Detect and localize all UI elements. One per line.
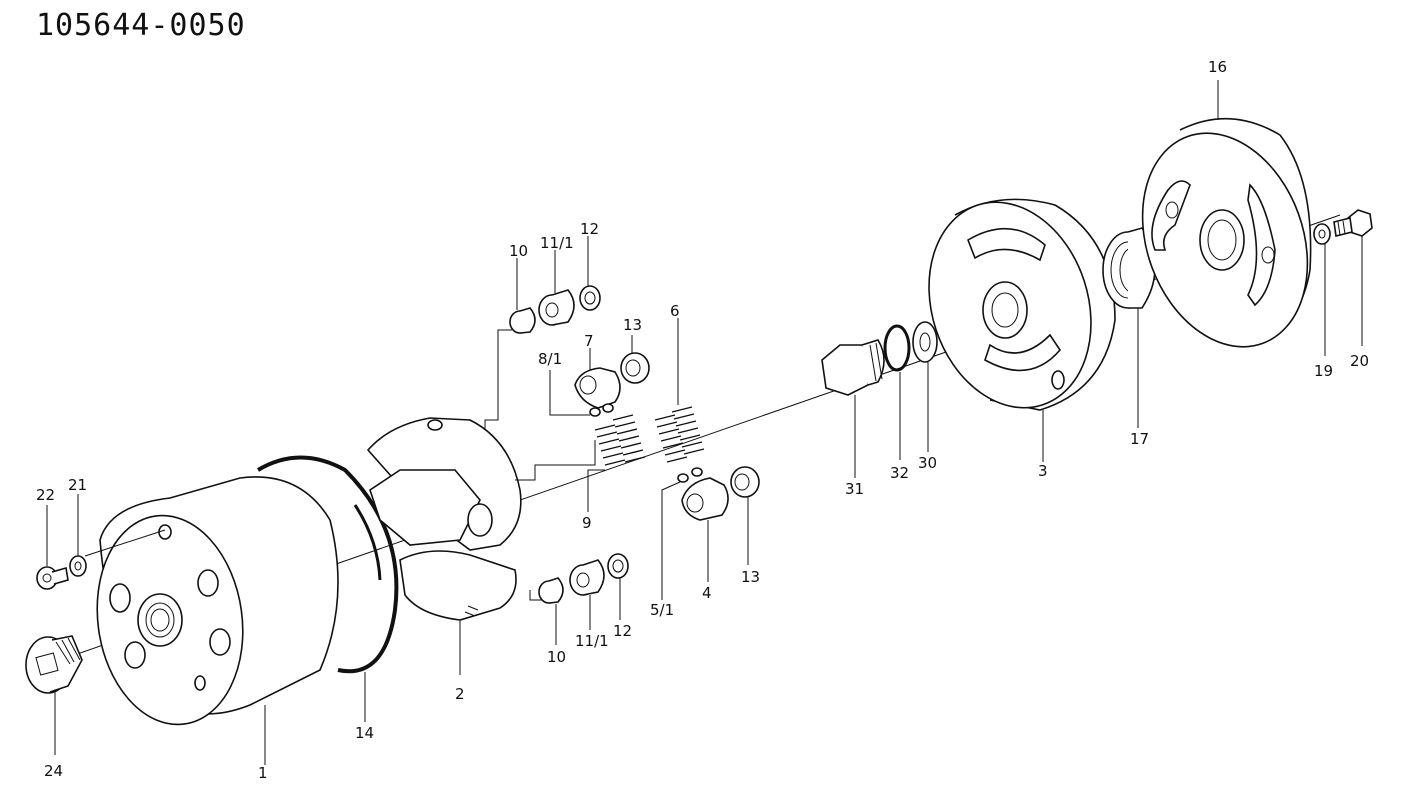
part-32-oring bbox=[883, 324, 911, 460]
part-14-ring bbox=[256, 455, 399, 722]
label-7: 7 bbox=[584, 332, 594, 350]
part-8-shims bbox=[589, 403, 614, 417]
label-12-lower: 12 bbox=[613, 622, 632, 640]
part-13-lower-bush bbox=[730, 466, 760, 565]
label-24: 24 bbox=[44, 762, 63, 780]
label-8-1: 8/1 bbox=[538, 350, 562, 368]
label-12-upper: 12 bbox=[580, 220, 599, 238]
part-11-lower-sleeve bbox=[569, 559, 605, 630]
label-14: 14 bbox=[355, 724, 374, 742]
label-22: 22 bbox=[36, 486, 55, 504]
part-12-lower-washer bbox=[607, 553, 629, 620]
part-22-screw bbox=[36, 505, 69, 590]
part-5-shims bbox=[661, 467, 703, 600]
label-1: 1 bbox=[258, 764, 268, 782]
label-21: 21 bbox=[68, 476, 87, 494]
label-16: 16 bbox=[1208, 58, 1227, 76]
part-21-washer bbox=[69, 494, 87, 577]
part-16-cover bbox=[1141, 80, 1312, 348]
label-30: 30 bbox=[918, 454, 937, 472]
part-20-bolt bbox=[1333, 209, 1373, 346]
label-19: 19 bbox=[1314, 362, 1333, 380]
part-13-upper-bush bbox=[620, 335, 650, 384]
part-10-lower-bush bbox=[538, 577, 564, 645]
label-9: 9 bbox=[582, 514, 592, 532]
part-6-springs bbox=[654, 318, 705, 463]
label-31: 31 bbox=[845, 480, 864, 498]
part-24-plug bbox=[25, 635, 83, 694]
drawing-number: 105644-0050 bbox=[36, 8, 246, 43]
part-9-springs bbox=[587, 414, 646, 512]
part-10-upper-bush bbox=[509, 258, 536, 334]
label-11-1-upper: 11/1 bbox=[540, 234, 574, 252]
part-11-upper-sleeve bbox=[538, 250, 575, 326]
label-17: 17 bbox=[1130, 430, 1149, 448]
part-30-washer bbox=[912, 321, 938, 452]
label-10-upper: 10 bbox=[509, 242, 528, 260]
label-2: 2 bbox=[455, 685, 465, 703]
part-2-holder bbox=[366, 417, 522, 675]
part-4-lower-flyweight bbox=[681, 477, 729, 582]
label-4: 4 bbox=[702, 584, 712, 602]
part-7-upper-flyweight bbox=[574, 348, 621, 409]
part-1-housing bbox=[84, 476, 339, 765]
label-13-upper: 13 bbox=[623, 316, 642, 334]
part-12-upper-washer bbox=[579, 236, 601, 311]
label-20: 20 bbox=[1350, 352, 1369, 370]
label-6: 6 bbox=[670, 302, 680, 320]
label-3: 3 bbox=[1038, 462, 1048, 480]
label-10-lower: 10 bbox=[547, 648, 566, 666]
label-32: 32 bbox=[890, 464, 909, 482]
label-11-1-lower: 11/1 bbox=[575, 632, 609, 650]
label-5-1: 5/1 bbox=[650, 601, 674, 619]
part-19-washer bbox=[1313, 223, 1331, 356]
part-3-flange bbox=[928, 198, 1116, 462]
label-13-lower: 13 bbox=[741, 568, 760, 586]
part-31-nut bbox=[821, 339, 885, 478]
